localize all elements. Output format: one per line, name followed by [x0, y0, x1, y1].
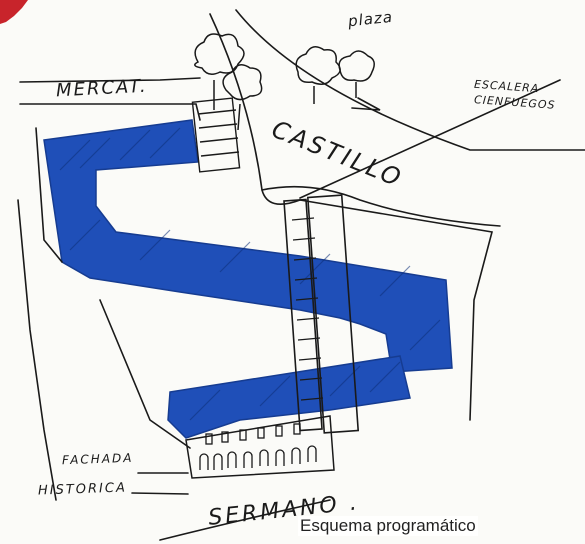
context-lines	[17, 9, 585, 541]
label-historica: HISTORICA	[37, 480, 128, 499]
red-corner-mark	[0, 0, 28, 24]
figure-caption: Esquema programático	[298, 516, 478, 536]
trees	[194, 33, 375, 131]
label-fachada: FACHADA	[61, 450, 134, 468]
hatching	[59, 127, 441, 421]
small-stair	[191, 97, 241, 173]
historic-facade	[185, 415, 335, 479]
stair-element	[283, 194, 360, 434]
